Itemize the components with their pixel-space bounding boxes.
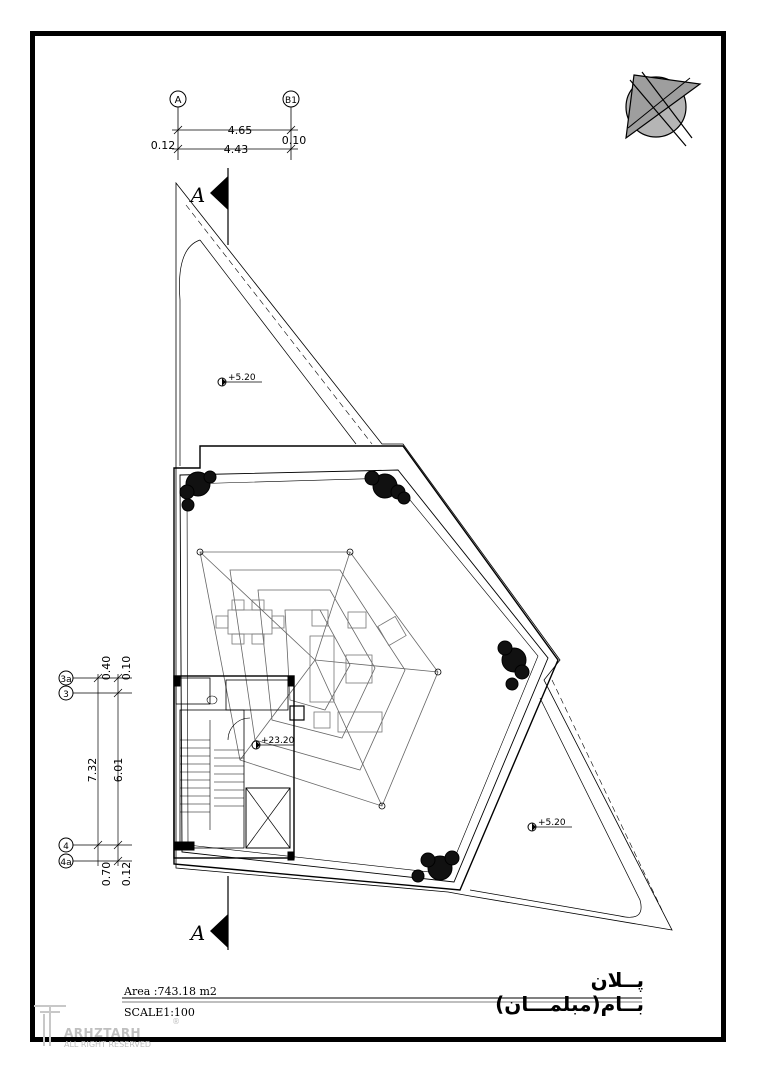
grid-axis-b1-label: B1 — [285, 96, 297, 106]
grid-axis-4-label: 4 — [63, 842, 69, 852]
drawing-border — [30, 31, 726, 1042]
building-outline — [173, 445, 559, 891]
title-block-lines — [122, 997, 642, 1003]
tree-planters — [179, 470, 530, 883]
level-yard-top: +5.20 — [228, 373, 256, 383]
level-marker-yard-right: +5.20 — [527, 818, 572, 832]
level-yard-right: +5.20 — [538, 818, 566, 828]
watermark-brand: ARHZTARH — [64, 1026, 142, 1040]
watermark-registered: ® — [172, 1017, 180, 1026]
dim-top-right-offset: 0.10 — [282, 134, 307, 147]
pergola-structure — [196, 548, 442, 810]
grid-axis-b1: B1 — [282, 90, 300, 160]
grid-axis-a: A — [169, 90, 187, 160]
grid-axis-3-label: 3 — [63, 690, 69, 700]
side-grid-axes: 3a 3 4 4a — [58, 670, 132, 869]
dim-side-bottom-b: 0.12 — [120, 862, 133, 887]
site-boundary — [175, 181, 673, 931]
dim-side-inner: 6.01 — [112, 758, 125, 783]
furniture — [215, 599, 407, 733]
section-marker-bottom-label: A — [189, 921, 205, 945]
section-marker-bottom: A — [189, 876, 229, 950]
drawing-title: پــلان بــام(مبلمـــان) — [495, 968, 644, 1016]
stair-core — [173, 675, 305, 861]
section-marker-top-label: A — [189, 183, 205, 207]
dim-top-inner: 4.43 — [224, 143, 249, 156]
dim-side-bottom-a: 0.70 — [100, 862, 113, 887]
scale-label: SCALE1:100 — [124, 1006, 195, 1019]
grid-axis-3a-label: 3a — [60, 675, 71, 685]
section-marker-top: A — [189, 168, 229, 245]
watermark-subtitle: ALL RIGHT RESERVED — [64, 1040, 152, 1049]
grid-axis-a-label: A — [175, 95, 182, 106]
level-stair-roof: +23.20 — [261, 736, 295, 746]
top-dimension-lines — [172, 125, 298, 154]
dim-top-overall: 4.65 — [228, 124, 253, 137]
dim-top-left-offset: 0.12 — [151, 139, 176, 152]
north-arrow-icon — [625, 71, 702, 147]
level-marker-stair-roof: +23.20 — [251, 736, 295, 750]
area-label: Area :743.18 m2 — [124, 985, 217, 998]
dim-side-top-a: 0.40 — [100, 656, 113, 681]
grid-axis-4a-label: 4a — [60, 858, 71, 868]
level-marker-yard-top: +5.20 — [217, 373, 262, 387]
dim-side-overall: 7.32 — [86, 758, 99, 783]
watermark-logo-icon — [34, 1005, 66, 1046]
dim-side-top-b: 0.10 — [120, 656, 133, 681]
